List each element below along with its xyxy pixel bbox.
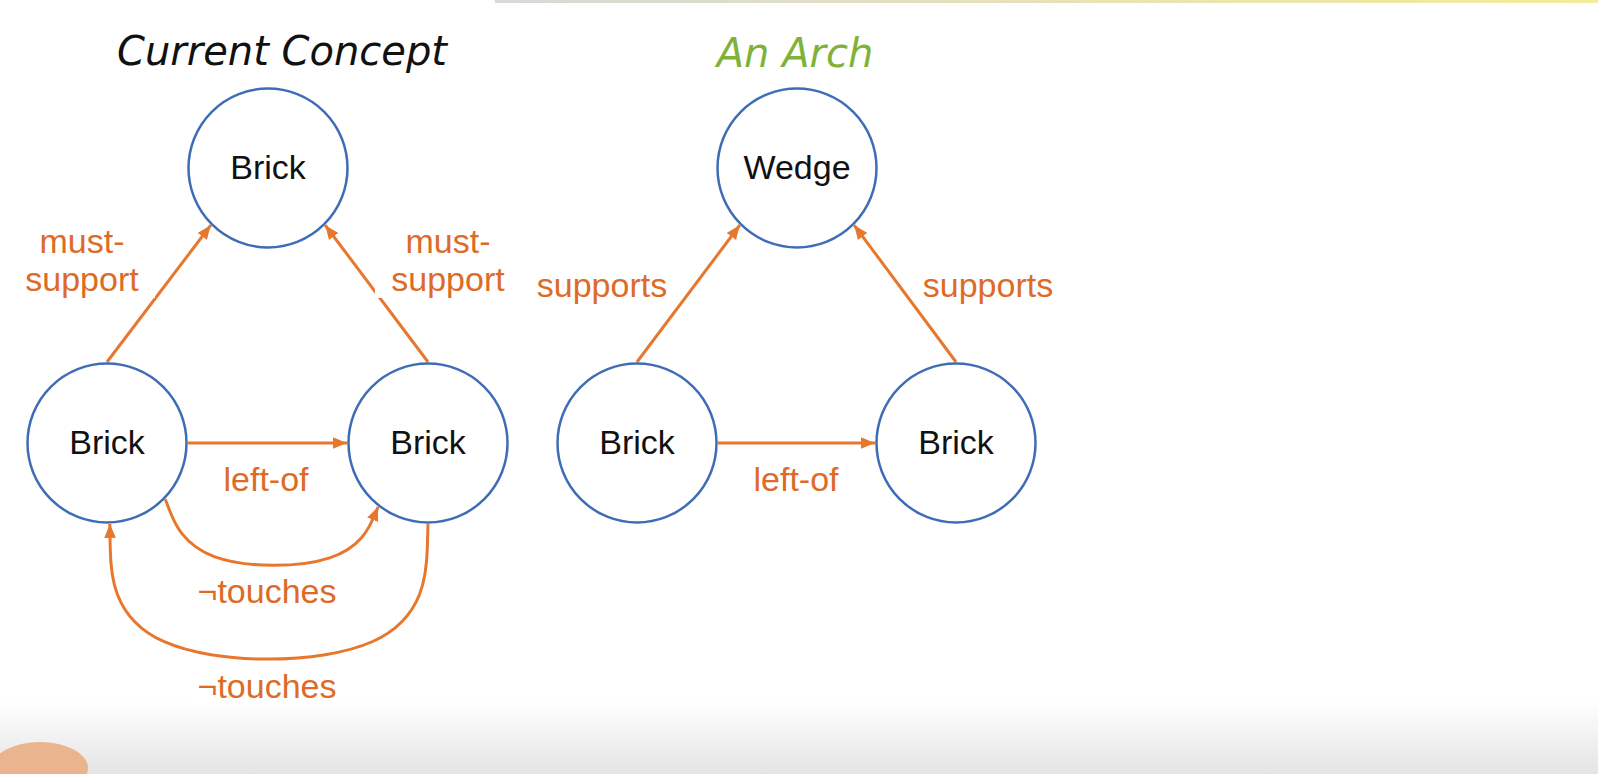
relation-label: ¬touches	[195, 572, 340, 610]
node-label: Brick	[390, 424, 466, 461]
circle-content: Wedge	[716, 87, 878, 249]
relation-arrow	[165, 499, 378, 565]
circle-content: Brick	[347, 362, 509, 524]
node-label: Brick	[69, 424, 145, 461]
relation-label: ¬touches	[195, 667, 340, 705]
concept-circle: Brick	[875, 362, 1037, 524]
concept-circle: Brick	[187, 87, 349, 249]
circle-content: Brick	[26, 362, 188, 524]
top-edge-line	[495, 0, 1598, 3]
relation-label: left-of	[750, 460, 841, 498]
concept-circle: Brick	[26, 362, 188, 524]
circle-content: Brick	[875, 362, 1037, 524]
node-label: Brick	[230, 149, 306, 186]
relation-label: left-of	[220, 460, 311, 498]
relation-label: must-support	[375, 222, 521, 298]
node-label: Brick	[599, 424, 675, 461]
relation-arrow	[188, 442, 347, 445]
circle-shape	[877, 364, 1036, 523]
concept-circle: Wedge	[716, 87, 878, 249]
relation-label: supports	[920, 266, 1056, 304]
circle-shape	[558, 364, 717, 523]
panel-heading: Current Concept	[117, 29, 447, 73]
circle-shape	[718, 89, 877, 248]
presenter-hand	[0, 742, 88, 774]
relation-arrow	[718, 442, 875, 445]
panel-heading: An Arch	[717, 31, 874, 75]
concept-circle: Brick	[556, 362, 718, 524]
bottom-shade	[0, 700, 1598, 774]
concept-circle: Brick	[347, 362, 509, 524]
relation-arrow	[110, 524, 428, 659]
circle-shape	[28, 364, 187, 523]
node-label: Brick	[918, 424, 994, 461]
relation-label: supports	[534, 266, 670, 304]
circle-shape	[189, 89, 348, 248]
node-label: Wedge	[743, 149, 850, 186]
circle-content: Brick	[187, 87, 349, 249]
relation-label: must-support	[9, 222, 155, 298]
circle-shape	[349, 364, 508, 523]
circle-content: Brick	[556, 362, 718, 524]
